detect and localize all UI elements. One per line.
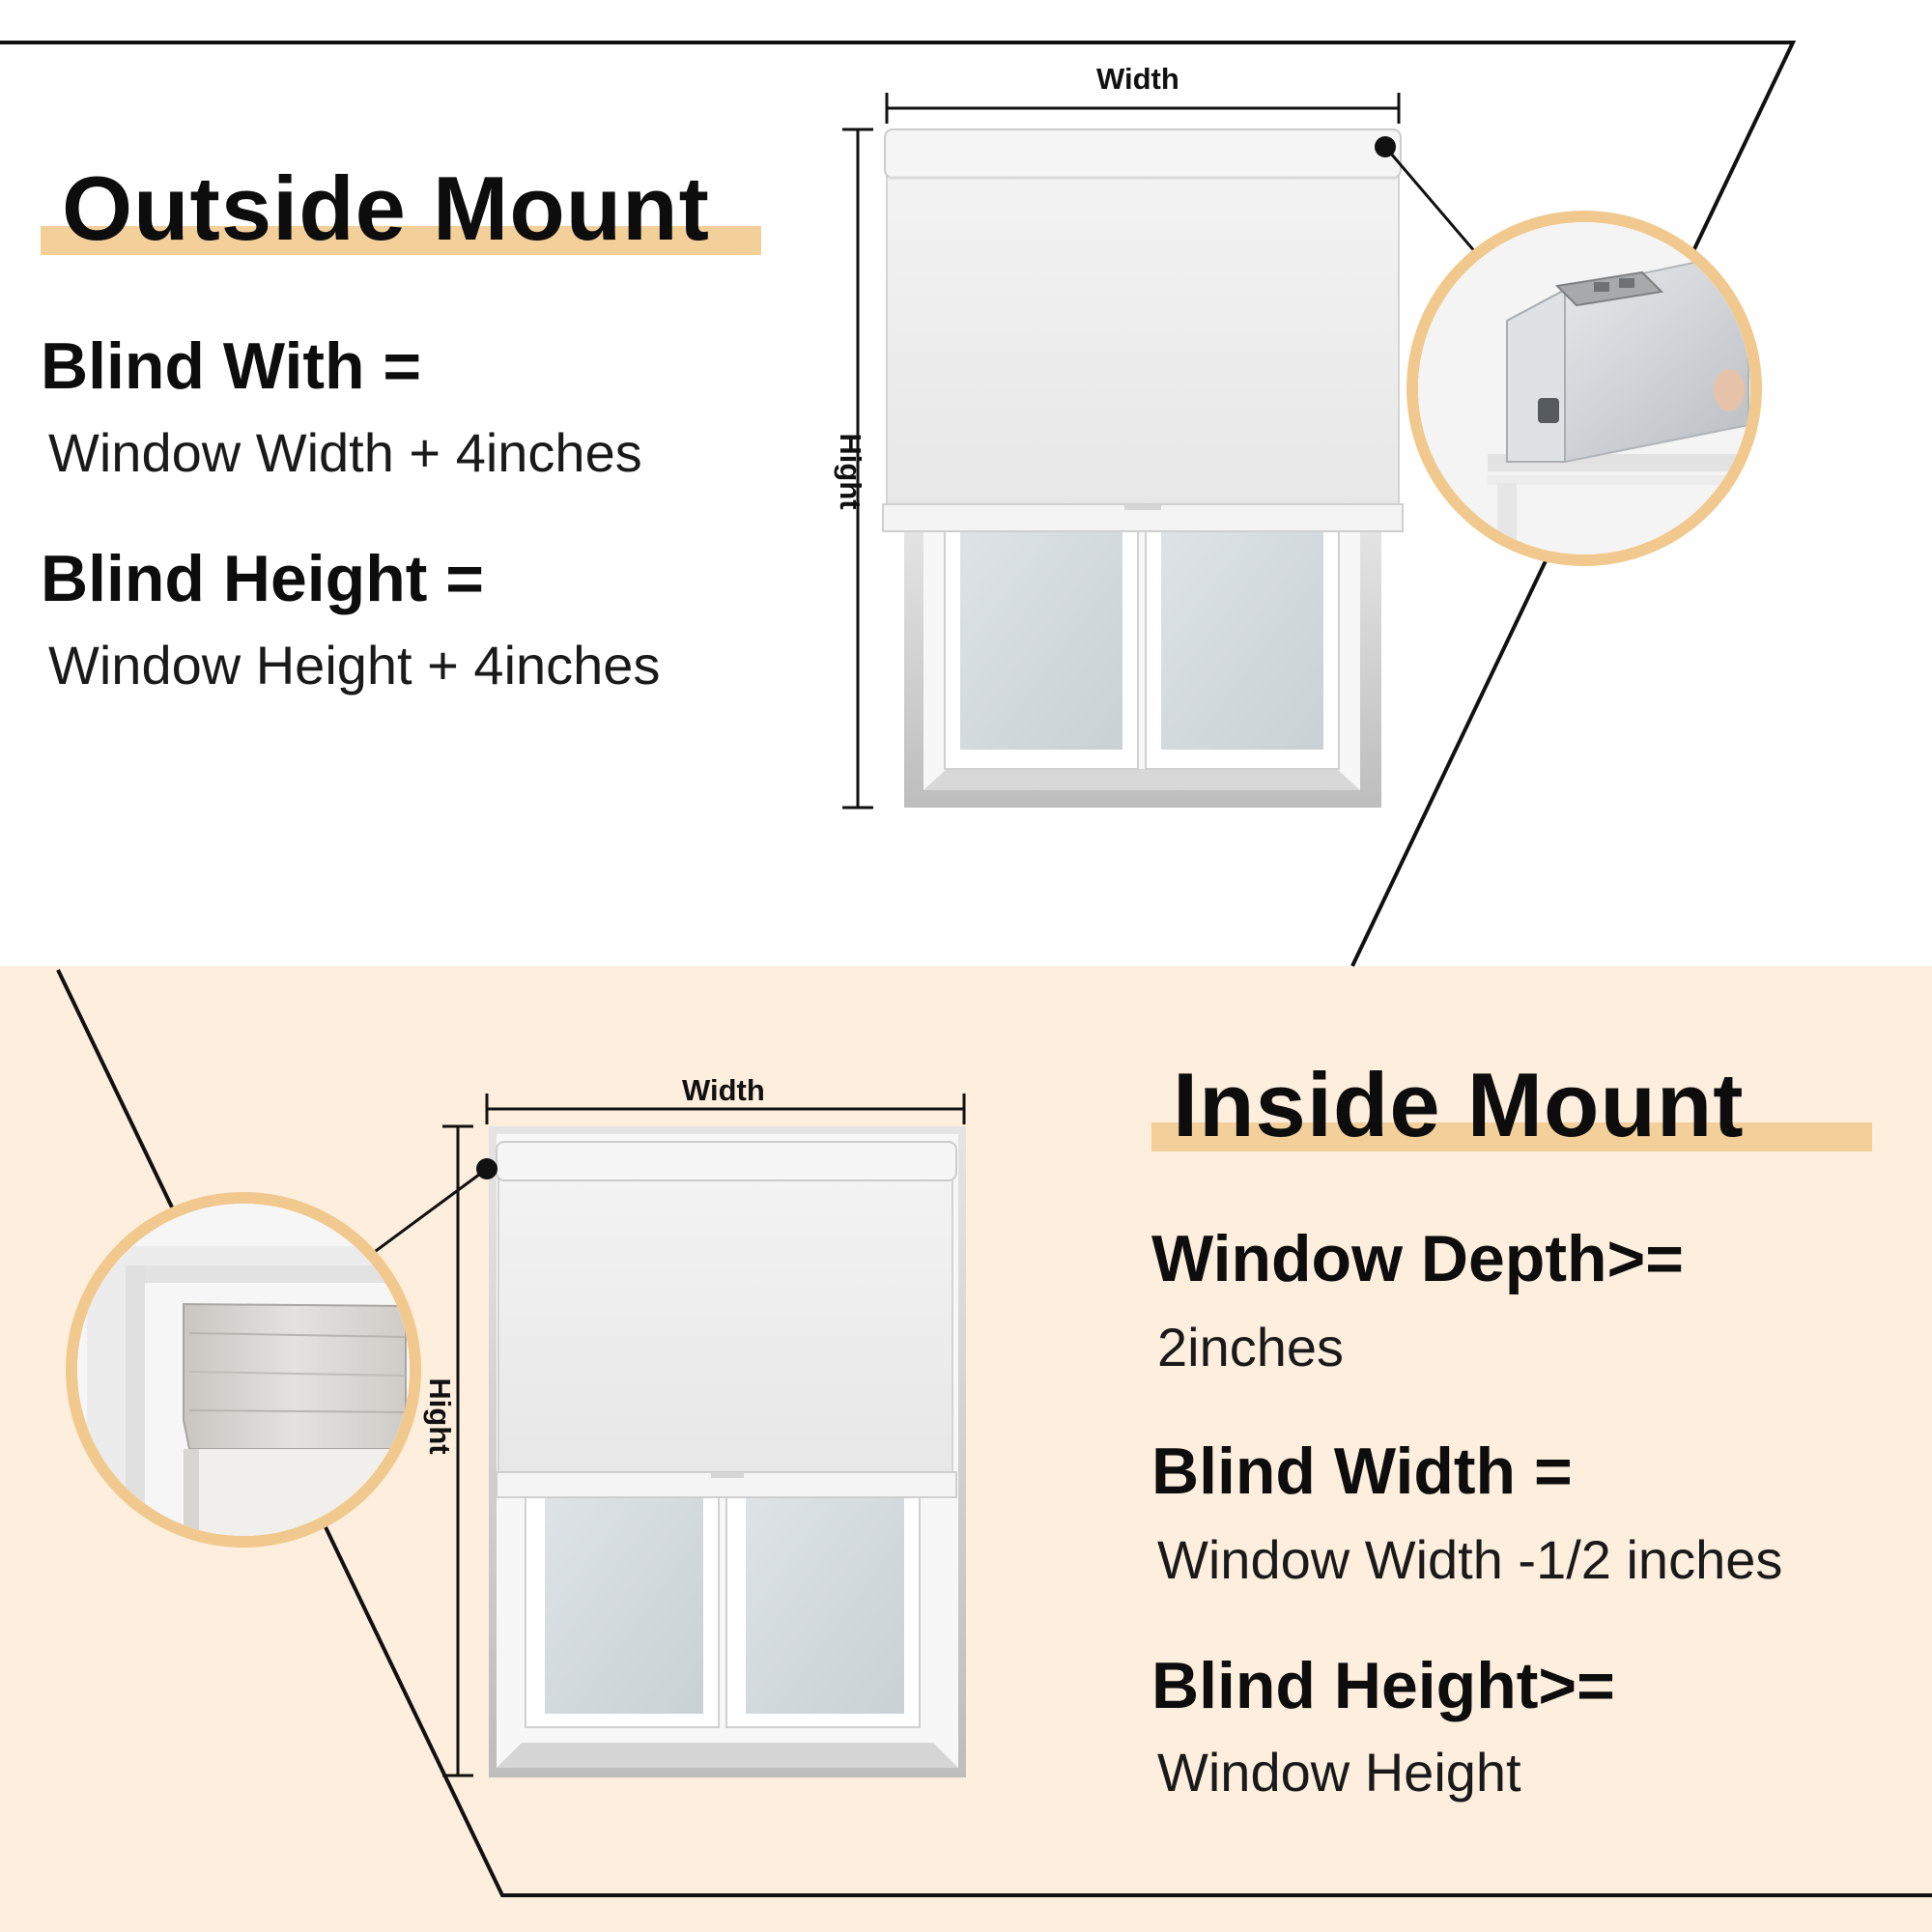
inside-height-formula-label: Blind Height>= (1151, 1649, 1615, 1722)
inside-title-highlight (1151, 1122, 1872, 1151)
outside-height-formula-label: Blind Height = (41, 542, 484, 615)
inside-width-formula-label: Blind Width = (1151, 1435, 1573, 1508)
outside-bracket-detail-circle (1406, 211, 1762, 566)
outside-mount-illustration (842, 93, 1490, 810)
outside-width-dimension-label: Width (1096, 62, 1179, 96)
outside-height-dimension-label: Hight (834, 433, 867, 510)
outside-mount-title: Outside Mount (62, 157, 710, 259)
inside-depth-formula-label: Window Depth>= (1151, 1222, 1684, 1295)
inside-depth-formula-value: 2inches (1157, 1317, 1345, 1378)
outside-width-formula-label: Blind With = (41, 329, 422, 403)
outside-height-formula-value: Window Height + 4inches (48, 635, 661, 696)
inside-height-formula-value: Window Height (1157, 1742, 1521, 1803)
inside-mount-illustration (360, 1094, 966, 1777)
outside-title-highlight (41, 226, 761, 255)
inside-width-formula-value: Window Width -1/2 inches (1157, 1529, 1783, 1590)
inside-height-dimension-label: Hight (423, 1378, 457, 1455)
top-frame-line (0, 41, 1797, 967)
inside-cassette-detail-circle (66, 1192, 421, 1548)
inside-mount-title: Inside Mount (1173, 1054, 1745, 1155)
outside-width-formula-value: Window Width + 4inches (48, 422, 642, 483)
inside-width-dimension-label: Width (682, 1073, 765, 1107)
